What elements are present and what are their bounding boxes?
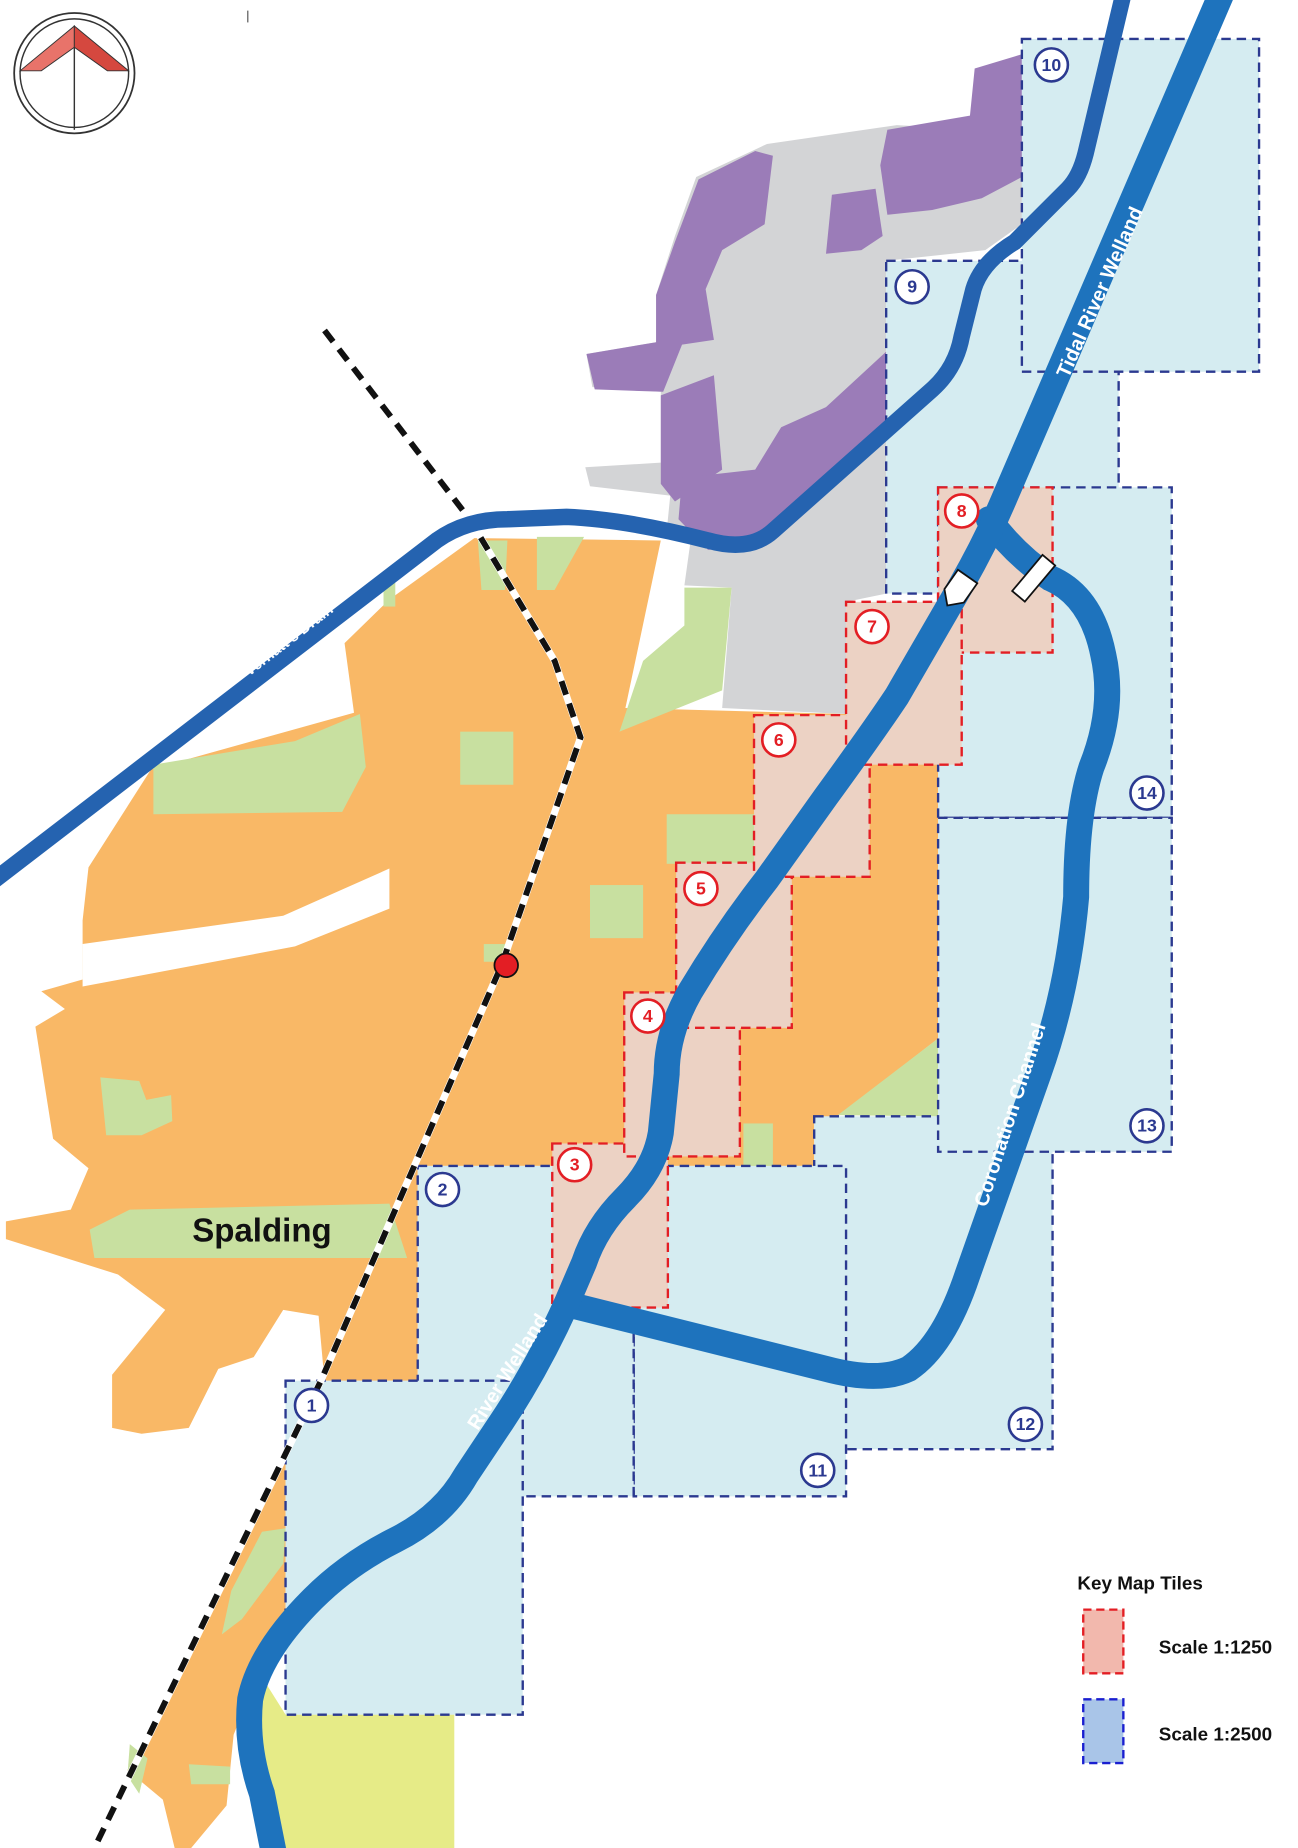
park-rail-south xyxy=(221,1528,286,1635)
tile-number-2: 2 xyxy=(424,1171,461,1208)
lock-arrow-marker xyxy=(943,568,979,607)
park-rail-side xyxy=(536,536,585,591)
park-corner xyxy=(837,1038,939,1117)
park-square-3 xyxy=(666,814,756,864)
tile-number-3-label: 3 xyxy=(570,1155,580,1175)
legend-label-2500: Scale 1:2500 xyxy=(1159,1725,1272,1746)
park-drain-side xyxy=(477,540,508,591)
tile-number-13: 13 xyxy=(1129,1107,1165,1144)
station-marker xyxy=(493,952,519,978)
tile-number-1-label: 1 xyxy=(307,1395,317,1415)
tile-number-12-label: 12 xyxy=(1016,1414,1036,1434)
map-legend: Key Map Tiles Scale 1:1250 Scale 1:2500 xyxy=(1077,1574,1272,1765)
park-tiny xyxy=(383,580,396,607)
tile-number-14: 14 xyxy=(1129,775,1165,811)
park-east xyxy=(619,587,732,732)
tile-number-2-label: 2 xyxy=(438,1179,448,1199)
sluice-marker xyxy=(1010,553,1057,603)
tile-number-12: 12 xyxy=(1007,1406,1044,1443)
purple-zone-north xyxy=(880,54,1022,215)
north-arrow-icon xyxy=(13,12,136,135)
tile-number-6: 6 xyxy=(760,722,797,758)
park-tile4 xyxy=(743,1123,773,1166)
park-north-strip xyxy=(153,713,366,815)
park-west xyxy=(100,1077,173,1136)
urban-gap xyxy=(82,868,390,987)
legend-title: Key Map Tiles xyxy=(1077,1574,1203,1595)
legend-swatch-1250 xyxy=(1082,1608,1125,1675)
yellow-zone xyxy=(259,1673,455,1848)
vernatts-drain xyxy=(0,0,1131,887)
purple-zone-west xyxy=(586,151,773,392)
purple-zone-plot xyxy=(826,188,883,254)
tile-number-8-label: 8 xyxy=(957,501,967,521)
tile-number-14-label: 14 xyxy=(1137,783,1157,803)
park-square-1 xyxy=(460,731,514,785)
park-south-1 xyxy=(188,1764,231,1785)
tile-number-9: 9 xyxy=(894,268,930,305)
tile-number-5: 5 xyxy=(683,870,719,907)
tile-number-7-label: 7 xyxy=(867,617,877,637)
tile-number-3: 3 xyxy=(556,1146,593,1183)
tile-number-10: 10 xyxy=(1033,47,1070,83)
tile-number-11-label: 11 xyxy=(808,1460,827,1480)
park-square-2 xyxy=(590,885,644,939)
purple-zone-south xyxy=(678,351,887,550)
urban-area-south xyxy=(127,1449,286,1848)
purple-zone-small xyxy=(660,375,723,502)
legend-swatch-2500 xyxy=(1082,1698,1125,1765)
tile-number-10-label: 10 xyxy=(1042,55,1062,75)
river-welland xyxy=(236,0,1233,1848)
tile-number-13-label: 13 xyxy=(1137,1116,1157,1136)
tile-number-6-label: 6 xyxy=(774,730,784,750)
tile-number-4-label: 4 xyxy=(643,1006,653,1026)
tile-number-1: 1 xyxy=(293,1387,330,1424)
tile-number-5-label: 5 xyxy=(696,878,706,898)
legend-label-1250: Scale 1:1250 xyxy=(1159,1637,1272,1658)
tile-number-9-label: 9 xyxy=(907,277,917,297)
coronation-channel xyxy=(553,506,1121,1389)
tile-number-4: 4 xyxy=(630,998,666,1034)
tile-number-11: 11 xyxy=(799,1452,836,1489)
tile-number-8: 8 xyxy=(943,493,980,529)
tile-number-7: 7 xyxy=(854,608,890,645)
park-spalding xyxy=(89,1203,408,1258)
town-label: Spalding xyxy=(192,1212,331,1249)
